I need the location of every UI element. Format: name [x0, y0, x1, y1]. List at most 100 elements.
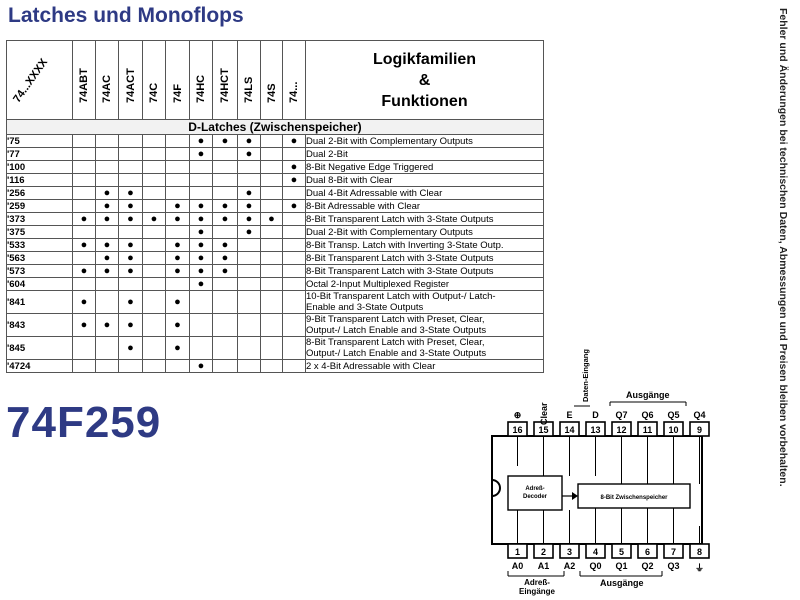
top-pin-label: Q7: [615, 410, 628, 420]
empty-cell: [282, 225, 306, 239]
function-line: Dual 2-Bit with Complementary Outputs: [306, 135, 473, 147]
empty-cell: [282, 147, 306, 161]
availability-dot: ●: [72, 212, 96, 226]
header-title-line: &: [418, 71, 431, 89]
empty-cell: [282, 277, 306, 291]
availability-dot: ●: [72, 313, 96, 337]
availability-dot: ●: [189, 225, 213, 239]
family-header: 74ABT: [78, 68, 90, 103]
latch-input-arrow: [572, 492, 578, 500]
table-row: '533●●●●●●8-Bit Transp. Latch with Inver…: [6, 238, 544, 252]
bottom-pin-label: Q1: [615, 561, 628, 571]
decoder-block: [507, 475, 563, 511]
disclaimer-note: Fehler und Änderungen bei technischen Da…: [773, 8, 793, 592]
type-code: '375: [6, 225, 73, 239]
availability-dot: ●: [118, 264, 143, 278]
availability-dot: ●: [165, 212, 190, 226]
empty-cell: [95, 290, 119, 314]
empty-cell: [260, 160, 283, 174]
availability-dot: ●: [165, 336, 190, 360]
empty-cell: [212, 147, 238, 161]
top-pin: 15: [533, 421, 554, 437]
empty-cell: [237, 264, 261, 278]
empty-cell: [118, 147, 143, 161]
top-pin: 13: [585, 421, 606, 437]
pin-number: 10: [668, 425, 678, 435]
pin-number: 9: [697, 425, 702, 435]
top-pin: 9: [689, 421, 710, 437]
empty-cell: [95, 173, 119, 187]
empty-cell: [165, 225, 190, 239]
availability-dot: ●: [212, 264, 238, 278]
availability-dot: ●: [237, 147, 261, 161]
empty-cell: [95, 277, 119, 291]
empty-cell: [165, 147, 190, 161]
availability-dot: ●: [72, 264, 96, 278]
empty-cell: [189, 290, 213, 314]
availability-dot: ●: [189, 264, 213, 278]
availability-dot: ●: [165, 199, 190, 213]
type-code: '845: [6, 336, 73, 360]
decoder-label-line: Adreß-: [525, 486, 544, 492]
page-title: Latches und Monoflops: [8, 4, 244, 27]
empty-cell: [189, 173, 213, 187]
empty-cell: [212, 173, 238, 187]
bottom-pin-label: Q2: [641, 561, 654, 571]
function-line: Output-/ Latch Enable and 3-State Output…: [306, 348, 487, 359]
availability-dot: ●: [118, 238, 143, 252]
empty-cell: [282, 359, 306, 373]
empty-cell: [142, 277, 166, 291]
decoder-label-line: Decoder: [523, 494, 548, 500]
availability-dot: ●: [189, 277, 213, 291]
function-description: 2 x 4-Bit Adressable with Clear: [305, 359, 544, 373]
bottom-pin: 4: [585, 543, 606, 559]
type-code: '843: [6, 313, 73, 337]
availability-dot: ●: [282, 199, 306, 213]
function-line: 8-Bit Transparent Latch with 3-State Out…: [306, 252, 494, 264]
type-code: '259: [6, 199, 73, 213]
empty-cell: [118, 359, 143, 373]
empty-cell: [260, 147, 283, 161]
function-description: 8-Bit Negative Edge Triggered: [305, 160, 544, 174]
type-code: '256: [6, 186, 73, 200]
table-row: '75●●●●Dual 2-Bit with Complementary Out…: [6, 134, 544, 148]
address-inputs-bracket: [507, 571, 565, 577]
table-row: '373●●●●●●●●●8-Bit Transparent Latch wit…: [6, 212, 544, 226]
function-description: 8-Bit Transparent Latch with 3-State Out…: [305, 264, 544, 278]
availability-dot: ●: [212, 212, 238, 226]
empty-cell: [72, 359, 96, 373]
type-code: '77: [6, 147, 73, 161]
function-line: Dual 2-Bit with Complementary Outputs: [306, 226, 473, 238]
empty-cell: [165, 359, 190, 373]
function-line: 8-Bit Negative Edge Triggered: [306, 161, 434, 173]
availability-dot: ●: [282, 160, 306, 174]
top-pin-label: D: [592, 410, 599, 420]
availability-dot: ●: [95, 238, 119, 252]
empty-cell: [260, 225, 283, 239]
empty-cell: [260, 134, 283, 148]
availability-dot: ●: [237, 199, 261, 213]
function-line: 8-Bit Transp. Latch with Inverting 3-Sta…: [306, 239, 504, 251]
type-code: '563: [6, 251, 73, 265]
availability-dot: ●: [95, 264, 119, 278]
function-description: 8-Bit Transp. Latch with Inverting 3-Sta…: [305, 238, 544, 252]
type-code: '4724: [6, 359, 73, 373]
empty-cell: [72, 251, 96, 265]
availability-dot: ●: [165, 290, 190, 314]
function-description: Dual 4-Bit Adressable with Clear: [305, 186, 544, 200]
family-header: 74HC: [195, 74, 207, 103]
availability-dot: ●: [189, 359, 213, 373]
availability-dot: ●: [189, 251, 213, 265]
empty-cell: [95, 359, 119, 373]
part-number-heading: 74F259: [6, 398, 162, 447]
empty-cell: [260, 199, 283, 213]
outputs-bottom-label: Ausgänge: [600, 578, 644, 588]
function-line: 8-Bit Adressable with Clear: [306, 200, 421, 212]
empty-cell: [142, 313, 166, 337]
function-line: 8-Bit Transparent Latch with 3-State Out…: [306, 265, 494, 277]
type-code: '116: [6, 173, 73, 187]
type-code: '75: [6, 134, 73, 148]
